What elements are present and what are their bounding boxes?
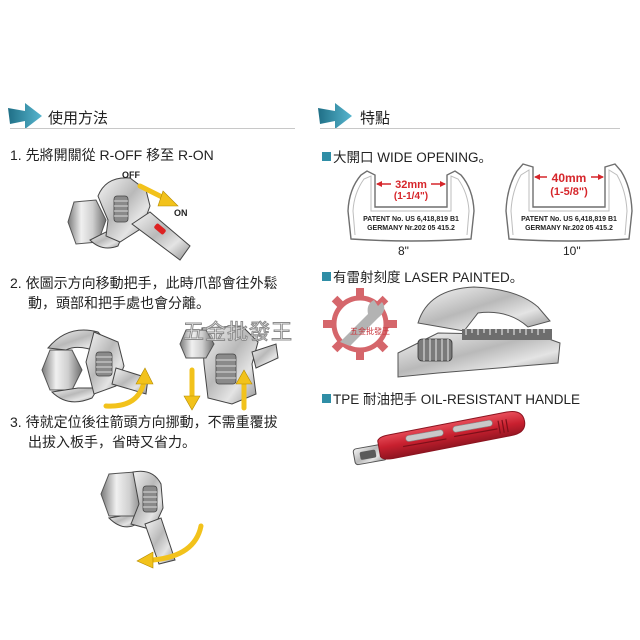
opening-mm: 40mm [552, 171, 587, 185]
laser-scale [462, 329, 552, 340]
worm-gear [95, 351, 113, 377]
right-section-heading: 特點 [360, 110, 391, 127]
feature-oil-resistant-handle: TPE 耐油把手 OIL-RESISTANT HANDLE [322, 388, 580, 408]
wrench-handle [144, 517, 176, 565]
patent-line-2: GERMANY Nr.202 05 415.2 [525, 225, 613, 232]
metal-shank [352, 443, 388, 466]
worm-gear [417, 338, 453, 362]
opening-diagram-8in: 32mm (1-1/4") PATENT No. US 6,418,819 B1… [347, 170, 475, 242]
laser-scale-photo [397, 286, 561, 378]
step-3-text: 3. 待就定位後往箭頭方向挪動，不需重覆拔 出拔入板手，省時又省力。 [10, 412, 278, 452]
step-3-illustration [100, 470, 204, 569]
right-arrow-icon [318, 103, 352, 129]
feature-wide-opening-label: 大開口 WIDE OPENING。 [333, 150, 493, 165]
worm-gear [113, 195, 129, 223]
feature-laser-painted-label: 有雷射刻度 LASER PAINTED。 [333, 270, 524, 285]
wrench-handle [251, 343, 279, 369]
patent-line-1: PATENT No. US 6,418,819 B1 [363, 216, 459, 223]
hex-nut [41, 349, 83, 391]
step-1-illustration: OFF ON [67, 170, 191, 261]
patent-line-2: GERMANY Nr.202 05 415.2 [367, 225, 455, 232]
step-1-line-1: 1. 先將開關從 R-OFF 移至 R-ON [10, 147, 214, 163]
dimension-arrow-icon [534, 174, 604, 180]
left-section-heading: 使用方法 [48, 110, 109, 127]
wrench-upper-jaw [417, 286, 551, 332]
red-handle [377, 411, 526, 460]
motion-arrow-icon [137, 183, 179, 207]
motion-arrow-icon [136, 523, 204, 569]
step-2-text: 2. 依圖示方向移動把手，此時爪部會往外鬆 動，頭部和把手處也會分離。 [10, 273, 278, 313]
gear-wrench-logo-icon: 五金批發王 [323, 288, 397, 360]
worm-gear [142, 485, 158, 513]
square-bullet-icon [322, 393, 331, 403]
patent-line-1: PATENT No. US 6,418,819 B1 [521, 216, 617, 223]
opening-diagram-10in: 40mm (1-5/8") PATENT No. US 6,418,819 B1… [505, 163, 633, 242]
dimension-arrow-icon [376, 181, 446, 187]
wrench-handle [131, 211, 191, 261]
right-arrow-icon [8, 103, 42, 129]
feature-wide-opening: 大開口 WIDE OPENING。 [322, 146, 492, 166]
step-3-line-2: 出拔入板手，省時又省力。 [28, 434, 196, 450]
logo-text: 五金批發王 [350, 326, 390, 336]
handle-grip-grooves [402, 419, 509, 448]
feature-laser-painted: 有雷射刻度 LASER PAINTED。 [322, 266, 523, 286]
square-bullet-icon [322, 151, 331, 161]
step-2-illustration-left [41, 329, 154, 409]
handle-insert [452, 419, 493, 433]
opening-inch: (1-5/8") [550, 186, 588, 198]
feature-oil-resistant-handle-label: TPE 耐油把手 OIL-RESISTANT HANDLE [333, 392, 581, 407]
jaw-outline [505, 163, 633, 242]
square-bullet-icon [322, 271, 331, 281]
right-section-divider [320, 128, 620, 129]
step-2-line-1: 2. 依圖示方向移動把手，此時爪部會往外鬆 [10, 275, 278, 291]
on-label: ON [174, 208, 188, 218]
step-1-text: 1. 先將開關從 R-OFF 移至 R-ON [10, 145, 214, 165]
off-label: OFF [122, 170, 140, 180]
left-section-divider [10, 128, 295, 129]
opening-size-8in: 8" [398, 244, 409, 258]
down-arrow-icon [183, 367, 201, 411]
wrench-handle [111, 367, 149, 395]
step-3-line-1: 3. 待就定位後往箭頭方向挪動，不需重覆拔 [10, 414, 278, 430]
release-switch [154, 223, 166, 235]
handle-insert [405, 429, 444, 442]
opening-size-10in: 10" [563, 244, 581, 258]
jaw-bevel [510, 169, 628, 236]
step-2-line-2: 動，頭部和把手處也會分離。 [28, 295, 210, 311]
tpe-handle-photo [352, 411, 526, 466]
worm-gear [215, 353, 237, 385]
motion-arrow-icon [103, 367, 154, 409]
watermark-text: 五金批發王 [183, 320, 293, 345]
opening-inch: (1-1/4") [394, 191, 428, 202]
step-2-illustration-right [179, 325, 279, 411]
jaw-outline [347, 170, 475, 242]
opening-mm: 32mm [395, 179, 427, 191]
hex-nut [179, 329, 215, 359]
jaw-bevel [352, 175, 470, 236]
logo-wrench [340, 300, 385, 346]
up-arrow-icon [235, 369, 253, 411]
